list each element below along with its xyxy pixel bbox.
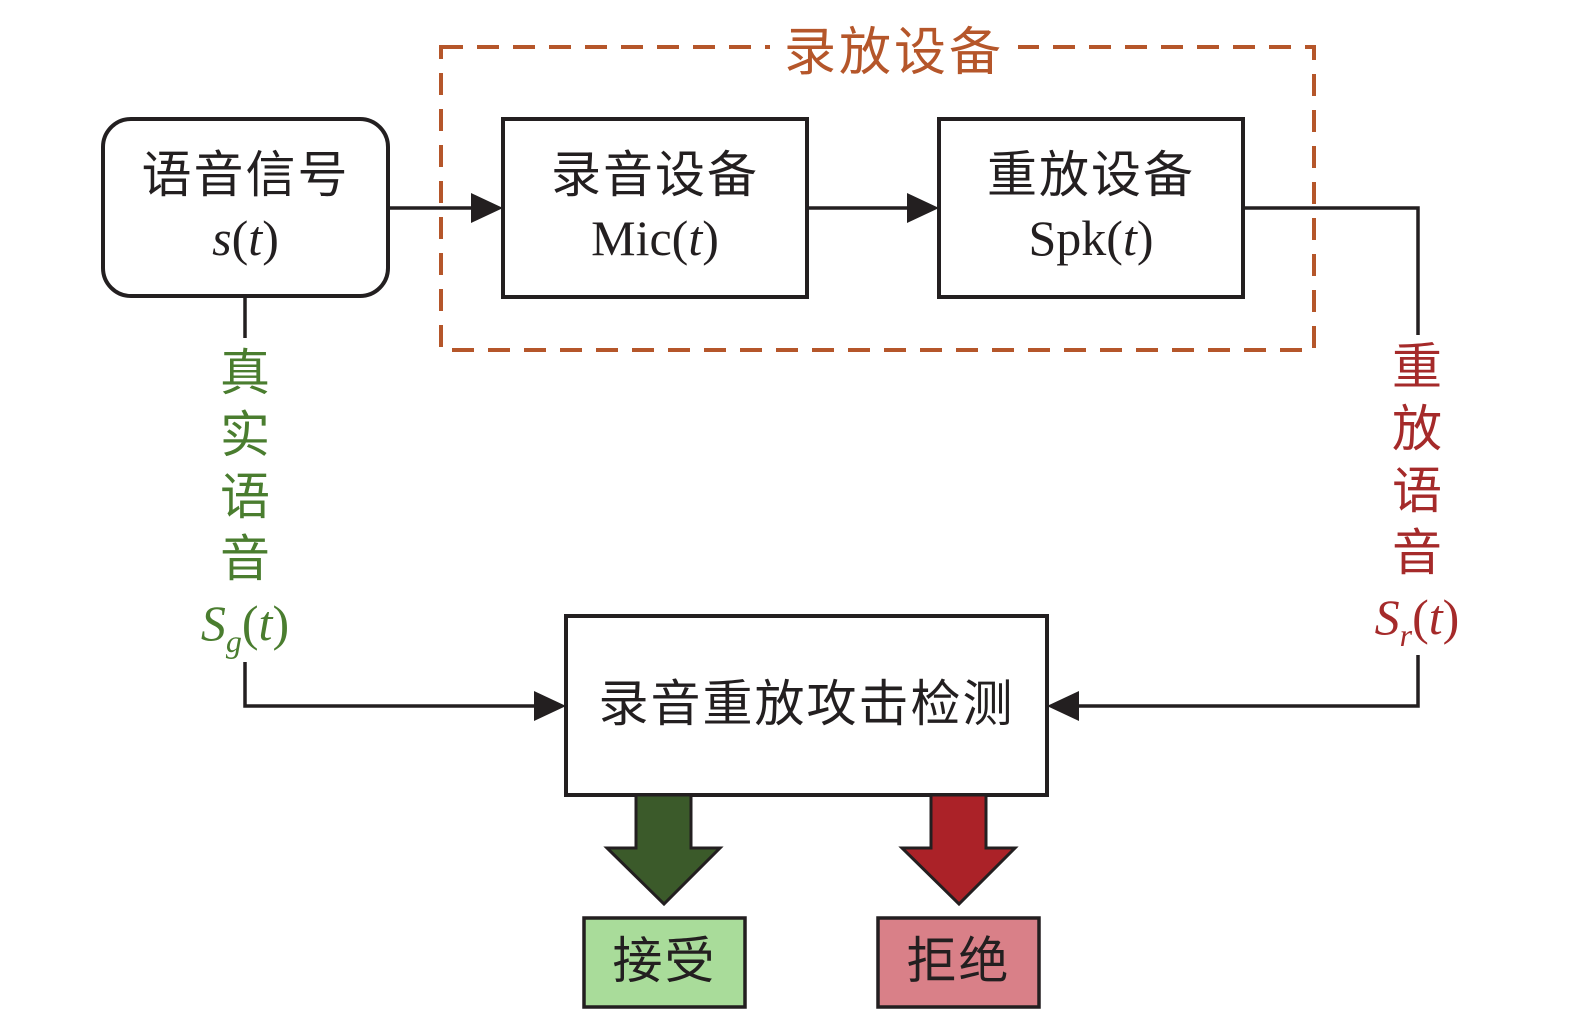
genuine-char-2: 实 bbox=[220, 406, 270, 464]
accept-arrow bbox=[603, 793, 724, 907]
arrowhead-detector-right bbox=[1047, 691, 1079, 721]
speech-signal-text: 语音信号 s(t) bbox=[103, 144, 388, 269]
detector-label: 录音重放攻击检测 bbox=[598, 675, 1015, 733]
group-label: 录放设备 bbox=[770, 10, 1019, 85]
arrowhead-mic bbox=[471, 193, 503, 223]
recording-device-label: 录音设备 bbox=[551, 146, 759, 204]
speech-signal-label: 语音信号 bbox=[141, 146, 350, 204]
playback-device-text: 重放设备 Spk(t) bbox=[939, 144, 1243, 269]
edge-spk-to-replay bbox=[1243, 206, 1420, 335]
recording-device-box bbox=[501, 117, 809, 299]
edge-replay-to-detector bbox=[1075, 655, 1420, 708]
replay-char-1: 重 bbox=[1392, 338, 1442, 396]
genuine-formula: Sg(t) bbox=[200, 595, 290, 659]
playback-device-label: 重放设备 bbox=[987, 146, 1195, 204]
detector-box bbox=[564, 614, 1049, 797]
arrowhead-detector-left bbox=[534, 691, 566, 721]
reject-arrow bbox=[898, 793, 1019, 907]
playback-device-box bbox=[937, 117, 1245, 299]
replay-formula: Sr(t) bbox=[1374, 589, 1460, 653]
genuine-char-3: 语 bbox=[220, 468, 270, 526]
replay-char-4: 音 bbox=[1392, 524, 1442, 582]
replay-char-3: 语 bbox=[1392, 462, 1442, 520]
genuine-char-1: 真 bbox=[220, 344, 270, 402]
replay-char-2: 放 bbox=[1392, 400, 1442, 458]
playback-device-formula: Spk(t) bbox=[1028, 209, 1154, 266]
reject-label: 拒绝 bbox=[906, 932, 1011, 990]
replay-speech-label: 重 放 语 音 Sr(t) bbox=[1362, 336, 1472, 666]
edge-genuine-to-detector bbox=[243, 662, 538, 708]
genuine-speech-label: 真 实 语 音 Sg(t) bbox=[195, 342, 295, 672]
recording-device-text: 录音设备 Mic(t) bbox=[503, 144, 807, 269]
accept-label: 接受 bbox=[612, 932, 717, 990]
genuine-char-4: 音 bbox=[220, 530, 270, 588]
arrowhead-spk bbox=[907, 193, 939, 223]
recording-device-formula: Mic(t) bbox=[591, 209, 719, 266]
reject-box bbox=[876, 916, 1041, 1009]
accept-box bbox=[582, 916, 747, 1009]
speech-signal-formula: s(t) bbox=[212, 209, 279, 266]
